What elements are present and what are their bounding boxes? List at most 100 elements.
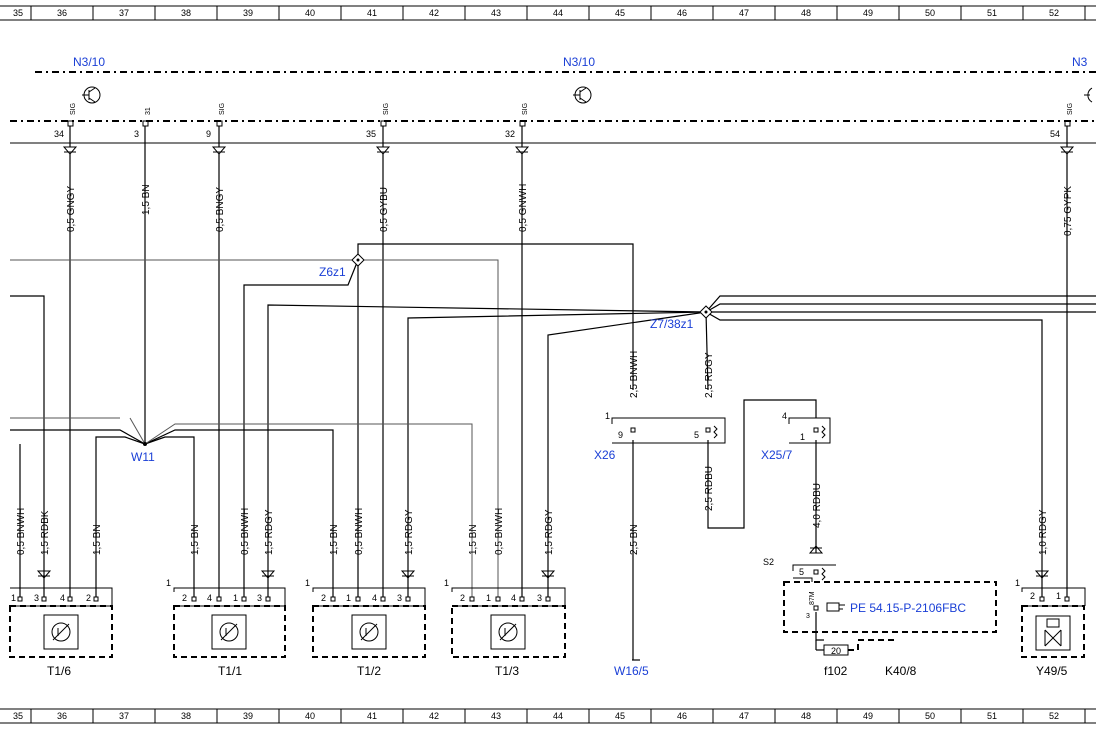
svg-text:Z7/38z1: Z7/38z1 [650,317,694,331]
relay-k40-8: S2 5 87M 3 PE 54.15-P-2106FBC 20 f102 K4… [763,545,997,678]
transistor-icon-partial [1084,87,1093,103]
ruler-column-number: 44 [553,711,563,721]
controller-label-right: N3 [1072,55,1088,69]
svg-text:5: 5 [799,567,804,577]
ruler-column-number: 35 [13,8,23,18]
svg-text:3: 3 [134,129,139,139]
svg-text:5: 5 [694,430,699,440]
svg-text:31: 31 [145,107,152,115]
svg-text:1: 1 [305,578,310,588]
ruler-column-number: 44 [553,8,563,18]
wire-label: 1,0 RDGY [1038,509,1049,555]
connector-x25-7: 4 1 X25/7 [761,411,831,462]
wire-label: 0,5 BNWH [354,508,365,555]
top-pin-35: SIG 35 [366,103,391,597]
svg-text:1: 1 [166,578,171,588]
ruler-column-number: 41 [367,711,377,721]
svg-text:9: 9 [206,129,211,139]
sensor-t1-2: 1 2 1 4 3 T1/2 [305,578,426,678]
svg-text:2: 2 [321,593,326,603]
svg-text:1: 1 [11,593,16,603]
wire-label: 1,5 RDGY [544,509,555,555]
ruler-column-number: 40 [305,8,315,18]
ruler-column-number: 48 [801,8,811,18]
svg-text:T1/2: T1/2 [357,664,381,678]
svg-text:4: 4 [60,593,65,603]
harness-w11: W11 [131,442,155,464]
ruler-column-number: 42 [429,8,439,18]
top-pin-34: SIG 34 [54,103,78,597]
top-wire-labels: 0,5 GNGY 1,5 BN 0,5 BNGY 0,5 GYBU 0,5 GN… [66,184,1074,236]
svg-text:SIG: SIG [219,103,226,115]
wire-label: 0,5 BNWH [240,508,251,555]
svg-text:2: 2 [1030,591,1035,601]
sensor-icon [498,622,518,642]
connector-x26: 1 9 5 X26 [594,411,726,462]
svg-text:SIG: SIG [522,103,529,115]
svg-text:3: 3 [806,613,810,620]
svg-text:32: 32 [505,129,515,139]
svg-text:X26: X26 [594,448,616,462]
ruler-column-number: 39 [243,8,253,18]
ruler-column-number: 39 [243,711,253,721]
relay-document-ref[interactable]: PE 54.15-P-2106FBC [850,601,966,615]
sensor-t1-1: 1 2 4 1 3 T1/1 [166,578,286,678]
valve-y49-5: 1 2 1 Y49/5 [1015,578,1086,678]
svg-text:9: 9 [618,430,623,440]
splice-z7-38z1: Z7/38z1 [650,305,713,331]
ruler-column-number: 36 [57,711,67,721]
sensor-t1-6: 1 3 4 2 T1/6 [9,587,113,678]
svg-text:T1/3: T1/3 [495,664,519,678]
wire-label: 0,5 GNGY [66,186,77,232]
ruler-column-number: 42 [429,711,439,721]
wire-label: 0,5 GNWH [518,184,529,232]
svg-text:K40/8: K40/8 [885,664,917,678]
svg-text:2: 2 [182,593,187,603]
svg-text:3: 3 [257,593,262,603]
wire-label: 1,5 RDBK [40,510,51,555]
svg-text:3: 3 [34,593,39,603]
ruler-column-number: 47 [739,8,749,18]
svg-text:1: 1 [444,578,449,588]
arrow-markers [36,570,1050,579]
top-pin-54: SIG 54 [1050,103,1075,597]
transistor-icon [573,86,592,104]
wire-label: 2,5 RDBU [704,466,715,511]
ruler-column-number: 46 [677,8,687,18]
wire-label: 1,5 BN [141,184,152,215]
splice-z6z1: Z6z1 [319,253,365,279]
wire-label: 1,5 BN [190,524,201,555]
ruler-column-number: 36 [57,8,67,18]
ruler-column-number: 51 [987,711,997,721]
ruler-column-number: 46 [677,711,687,721]
svg-text:SIG: SIG [1067,103,1074,115]
controller-label-middle: N3/10 [563,55,595,69]
svg-text:54: 54 [1050,129,1060,139]
top-pin-3: 31 3 [134,107,152,444]
svg-text:4: 4 [372,593,377,603]
sensor-icon [219,622,239,642]
wire-label: 0,5 BNGY [215,187,226,232]
ruler-column-number: 40 [305,711,315,721]
ground-w16-5: W16/5 [614,664,649,678]
sensor-t1-3: 1 2 1 4 3 T1/3 [444,578,566,678]
ruler-column-number: 45 [615,8,625,18]
ruler-column-number: 49 [863,8,873,18]
valve-icon [1044,618,1062,647]
wire-label: 2,5 BN [629,524,640,555]
top-ruler [0,5,1096,21]
svg-text:34: 34 [54,129,64,139]
wire-label: 1,5 RDGY [404,509,415,555]
top-pin-9: SIG 9 [206,103,227,597]
wire-label: 1,5 RDGY [264,509,275,555]
ruler-column-number: 41 [367,8,377,18]
svg-text:3: 3 [537,593,542,603]
bottom-ruler [0,708,1096,724]
controller-label-left: N3/10 [73,55,105,69]
svg-text:S2: S2 [763,557,774,567]
ruler-column-number: 50 [925,8,935,18]
svg-text:1: 1 [800,432,805,442]
ruler-column-number: 52 [1049,8,1059,18]
svg-text:1: 1 [233,593,238,603]
